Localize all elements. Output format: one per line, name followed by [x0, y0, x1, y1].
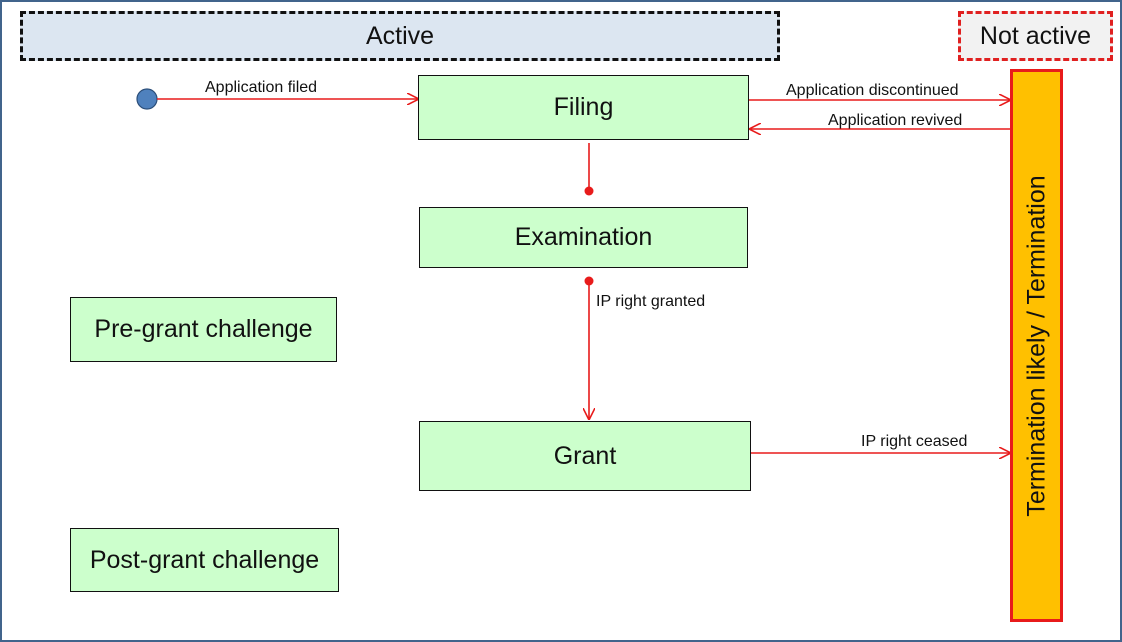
state-filing-label: Filing	[554, 93, 614, 122]
state-grant-label: Grant	[554, 442, 617, 471]
label-application-discontinued: Application discontinued	[786, 82, 959, 100]
state-post-grant-label: Post-grant challenge	[90, 546, 319, 575]
label-ip-right-ceased: IP right ceased	[861, 433, 967, 451]
state-termination: Termination likely / Termination	[1010, 69, 1063, 622]
state-examination-label: Examination	[515, 223, 653, 252]
start-node	[137, 89, 157, 109]
connector-end-dot	[585, 187, 594, 196]
state-termination-label: Termination likely / Termination	[1022, 175, 1051, 516]
label-application-revived: Application revived	[828, 112, 962, 130]
label-application-filed: Application filed	[205, 79, 317, 97]
state-post-grant-challenge: Post-grant challenge	[70, 528, 339, 592]
state-pre-grant-label: Pre-grant challenge	[94, 315, 312, 344]
label-ip-right-granted: IP right granted	[596, 293, 705, 311]
state-examination: Examination	[419, 207, 748, 268]
state-pre-grant-challenge: Pre-grant challenge	[70, 297, 337, 362]
state-grant: Grant	[419, 421, 751, 491]
state-filing: Filing	[418, 75, 749, 140]
